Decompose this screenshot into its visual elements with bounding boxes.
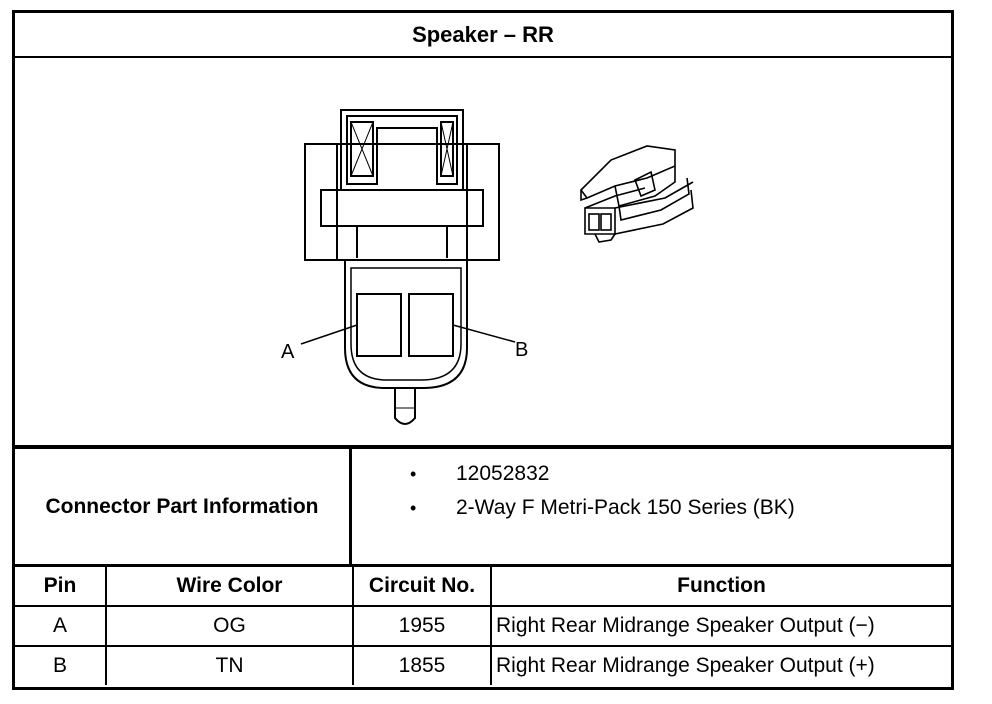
connector-isometric-view [579,145,694,243]
pin-label-a: A [281,341,295,363]
connector-face-view [300,109,516,425]
bullet-icon: • [410,498,417,518]
connector-info-list: • 12052832 • 2-Way F Metri-Pack 150 Seri… [352,457,795,525]
latch-inner [346,115,458,185]
connector-sheet: Speaker – RR [12,10,954,690]
header-wire-color: Wire Color [105,567,354,607]
part-number: 12052832 [456,462,550,485]
cell-function: Right Rear Midrange Speaker Output (−) [490,605,951,647]
cell-pin: A [15,605,107,647]
key-post [394,388,416,425]
connector-drawing: A B [281,109,694,425]
connector-info-label: Connector Part Information [15,449,352,564]
housing-outline [304,143,500,261]
cavity-b [408,293,454,357]
header-pin: Pin [15,567,107,607]
cell-function: Right Rear Midrange Speaker Output (+) [490,645,951,685]
pin-table-header: Pin Wire Color Circuit No. Function [15,567,951,607]
terminal-body [344,259,468,389]
table-row: A OG 1955 Right Rear Midrange Speaker Ou… [15,605,951,647]
connector-description: 2-Way F Metri-Pack 150 Series (BK) [456,496,795,519]
connector-part-info: Connector Part Information • 12052832 • … [15,449,951,567]
leader-b [452,324,516,343]
cell-circuit: 1855 [352,645,492,685]
connector-info-item: • 2-Way F Metri-Pack 150 Series (BK) [352,491,795,525]
cavity-a [356,293,402,357]
leader-a [300,324,358,345]
page-title: Speaker – RR [15,13,951,58]
header-function: Function [490,567,951,607]
connector-figure: A B [15,58,951,449]
cell-wire-color: TN [105,645,354,685]
bullet-icon: • [410,464,417,484]
cell-circuit: 1955 [352,605,492,647]
pin-label-b: B [515,339,528,361]
crossbar [320,189,484,227]
cell-pin: B [15,645,107,685]
latch-cross [350,121,454,177]
header-circuit: Circuit No. [352,567,492,607]
connector-info-item: • 12052832 [352,457,795,491]
table-row: B TN 1855 Right Rear Midrange Speaker Ou… [15,645,951,685]
cell-wire-color: OG [105,605,354,647]
pin-table: Pin Wire Color Circuit No. Function A OG… [15,567,951,685]
